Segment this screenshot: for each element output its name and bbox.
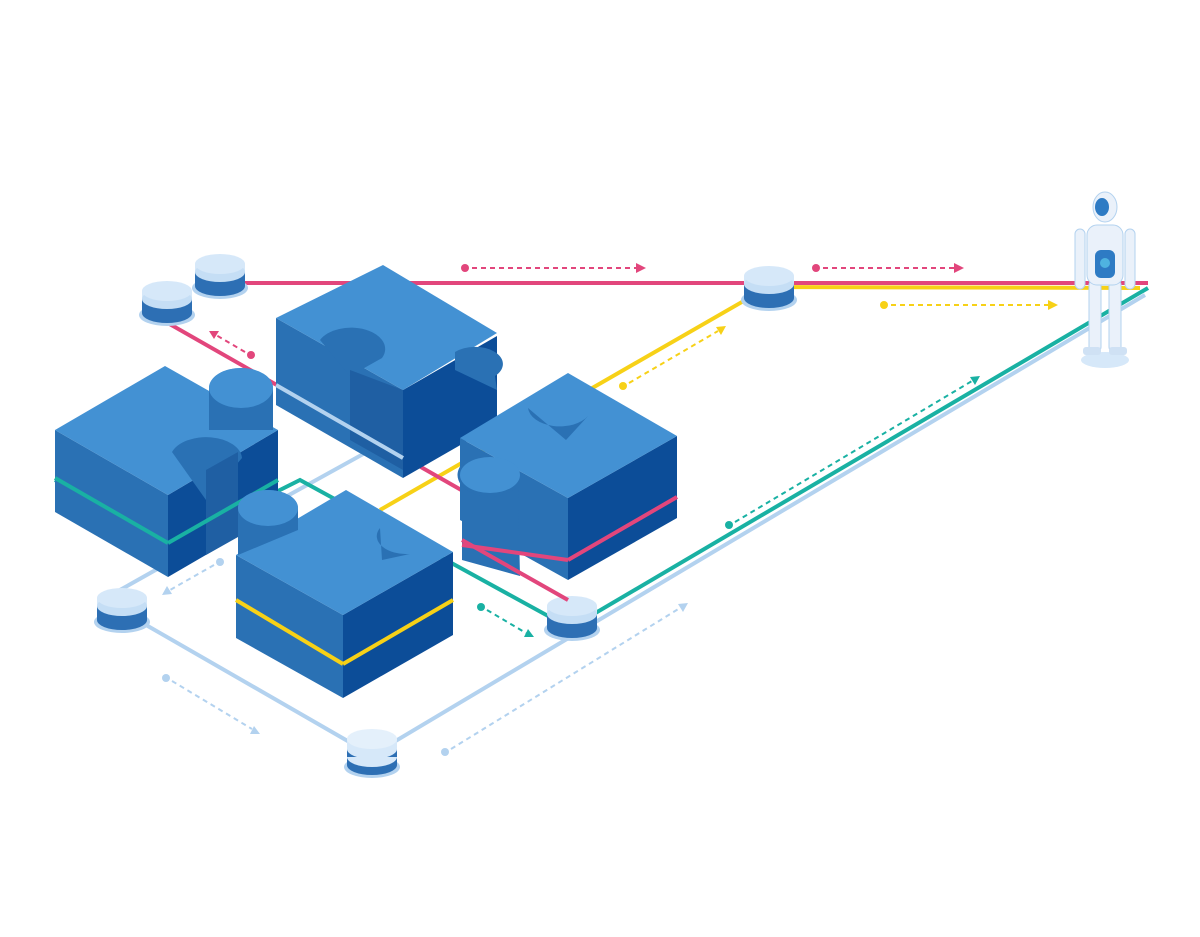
puzzle-piece-icon (457, 373, 679, 602)
data-node-icon (192, 254, 248, 299)
flow-arrows (162, 263, 1058, 756)
data-node-icon (741, 266, 797, 311)
robot-figure-icon (1074, 191, 1136, 368)
data-node-icon (544, 596, 600, 641)
data-node-stack-icon (344, 729, 400, 778)
puzzle-piece-icon (54, 366, 279, 577)
data-node-icon (139, 281, 195, 326)
puzzle-piece-icon (275, 265, 503, 478)
data-node-icon (94, 588, 150, 633)
puzzle-piece-icon (234, 490, 455, 698)
